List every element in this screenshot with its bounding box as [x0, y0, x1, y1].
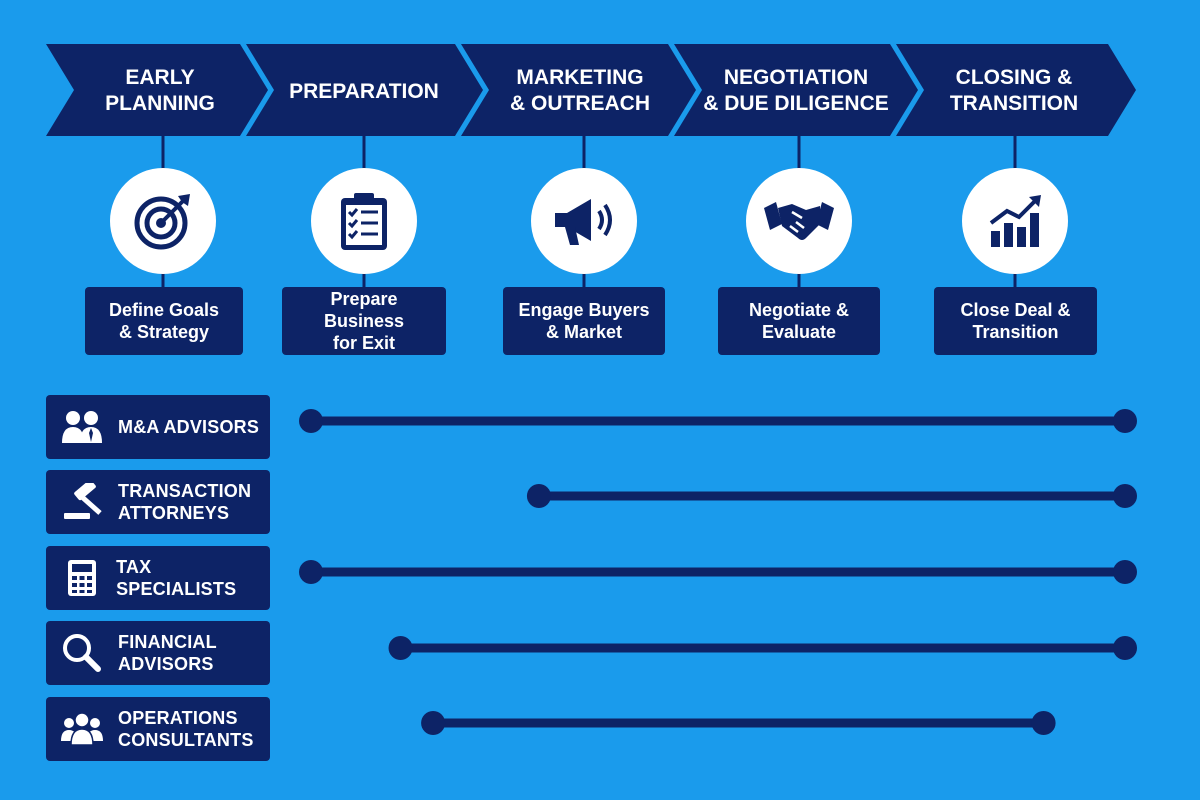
stage-chevron-bar: EARLY PLANNING PREPARATION MARKETING & O… — [46, 44, 1136, 136]
timeline-bar-operations-consultants — [421, 711, 1056, 735]
people-icon — [62, 411, 102, 443]
stage-icon-negotiation — [746, 168, 852, 274]
role-label-ma-advisors: M&A ADVISORS — [118, 417, 260, 437]
stage-title-preparation: PREPARATION — [289, 80, 439, 103]
stage-title-negotiation-line1: NEGOTIATION — [724, 66, 868, 89]
stage-icon-preparation — [311, 168, 417, 274]
role-label-transaction-attorneys: TRANSACTION ATTORNEYS — [118, 481, 252, 523]
timeline-bar-tax-specialists — [299, 560, 1137, 584]
growth-chart-icon — [989, 195, 1041, 247]
role-label-financial-advisors: FINANCIAL ADVISORS — [118, 632, 217, 674]
gavel-icon — [64, 483, 102, 519]
timeline-bar-transaction-attorneys — [526, 484, 1137, 508]
stage-icon-early-planning — [110, 168, 216, 274]
role-label-operations-consultants: OPERATIONS CONSULTANTS — [118, 708, 254, 750]
stage-icon-marketing-outreach — [531, 168, 637, 274]
handshake-icon — [764, 202, 834, 240]
role-label-tax-specialists: TAX SPECIALISTS — [116, 557, 237, 599]
clipboard-checklist-icon — [341, 193, 387, 250]
team-icon — [61, 712, 103, 746]
stage-icon-closing — [962, 168, 1068, 274]
stage-title-early-planning-line1: EARLY — [125, 66, 194, 89]
stage-desc-marketing: Engage Buyers & Market — [503, 287, 665, 355]
chevron-closing-transition: CLOSING & TRANSITION — [896, 44, 1136, 136]
stage-desc-closing: Close Deal & Transition — [934, 287, 1097, 355]
chevron-early-planning: EARLY PLANNING — [46, 44, 268, 136]
stage-title-early-planning-line2: PLANNING — [105, 92, 215, 115]
chevron-negotiation-due-diligence: NEGOTIATION & DUE DILIGENCE — [674, 44, 918, 136]
role-transaction-attorneys: TRANSACTION ATTORNEYS — [46, 470, 270, 534]
target-icon — [134, 194, 190, 250]
stage-title-closing-line1: CLOSING & — [956, 66, 1073, 89]
chevron-marketing-outreach: MARKETING & OUTREACH — [461, 44, 696, 136]
stage-desc-early-planning: Define Goals & Strategy — [85, 287, 243, 355]
magnifier-icon — [63, 634, 101, 672]
timeline-bar-ma-advisors — [299, 409, 1137, 433]
stage-title-negotiation-line2: & DUE DILIGENCE — [703, 92, 889, 115]
stage-connectors — [161, 136, 1017, 290]
timeline-bar-financial-advisors — [388, 636, 1137, 660]
calculator-icon — [68, 560, 96, 596]
role-operations-consultants: OPERATIONS CONSULTANTS — [46, 697, 270, 761]
role-ma-advisors: M&A ADVISORS — [46, 395, 270, 459]
role-financial-advisors: FINANCIAL ADVISORS — [46, 621, 270, 685]
role-tax-specialists: TAX SPECIALISTS — [46, 546, 270, 610]
megaphone-icon — [555, 199, 612, 245]
stage-title-closing-line2: TRANSITION — [950, 92, 1078, 115]
stage-desc-preparation: Prepare Business for Exit — [282, 287, 446, 355]
chevron-preparation: PREPARATION — [246, 44, 483, 136]
stage-title-marketing-line2: & OUTREACH — [510, 92, 650, 115]
stage-title-marketing-line1: MARKETING — [516, 66, 643, 89]
stage-desc-negotiation: Negotiate & Evaluate — [718, 287, 880, 355]
